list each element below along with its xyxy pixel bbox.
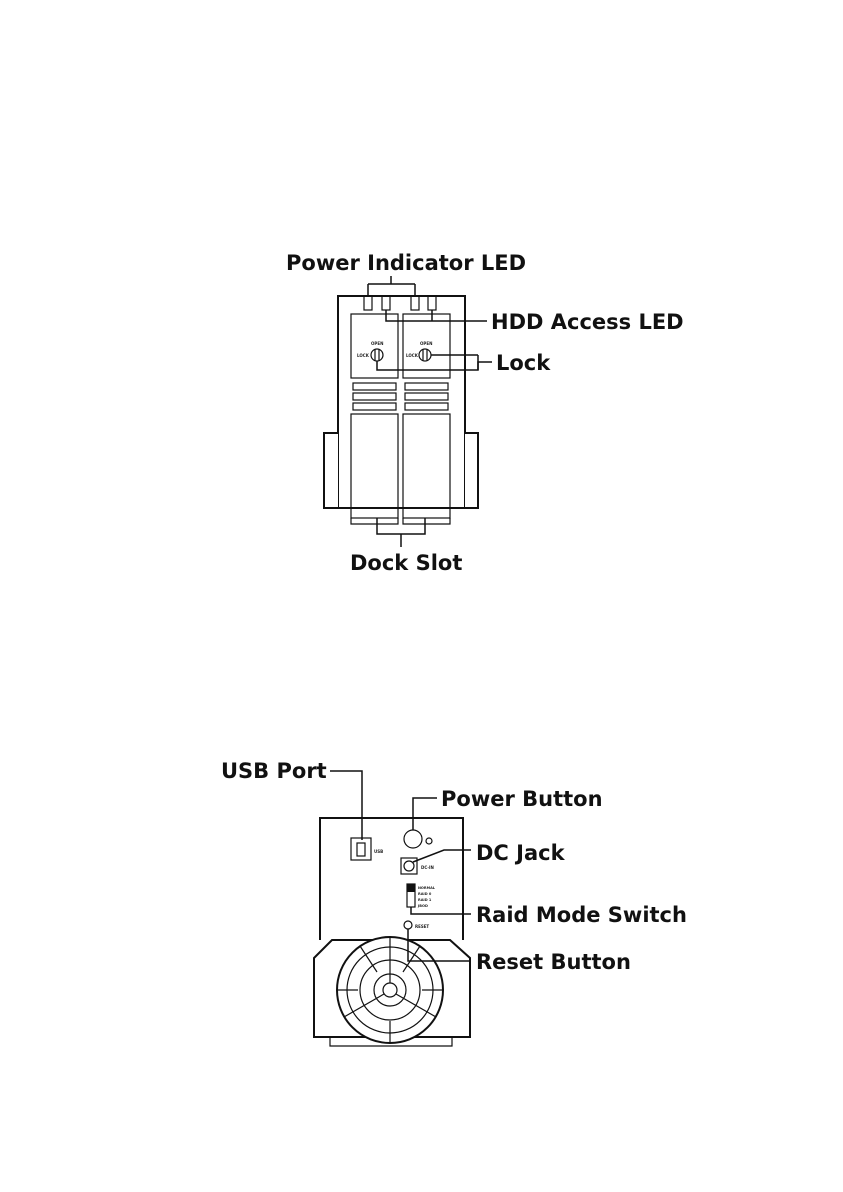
left-slot-base: [351, 518, 398, 524]
dc-jack-label: DC Jack: [476, 841, 566, 865]
power-button-label: Power Button: [441, 787, 603, 811]
raid-mode-normal: NORMAL: [418, 886, 436, 890]
raid-mode-switch-label: Raid Mode Switch: [476, 903, 687, 927]
right-slot-base: [403, 518, 450, 524]
right-open-mark: OPEN: [420, 341, 432, 346]
power-led-leader: [368, 276, 415, 296]
front-left-wing: [324, 433, 338, 508]
rear-housing: [320, 818, 463, 940]
dc-in-mark: DC-IN: [421, 865, 434, 870]
dock-slot-leader: [377, 518, 425, 547]
rear-view: USB DC-IN NORMAL RAID 0 RAID 1 JBOD RESE…: [221, 759, 687, 1046]
right-lock-mark: LOCK: [406, 353, 419, 358]
usb-mark: USB: [374, 849, 383, 854]
left-lock-mark: LOCK: [357, 353, 370, 358]
left-open-mark: OPEN: [371, 341, 383, 346]
power-indicator-led-label: Power Indicator LED: [286, 251, 526, 275]
reset-mark: RESET: [415, 924, 429, 929]
lock-label: Lock: [496, 351, 551, 375]
front-right-wing: [465, 433, 478, 508]
front-view: OPEN LOCK OPEN LOCK Power Indicator LED …: [286, 251, 684, 575]
reset-button-label: Reset Button: [476, 950, 631, 974]
fan-grille-icon: [337, 937, 443, 1043]
hdd-access-led-label: HDD Access LED: [491, 310, 684, 334]
raid-mode-raid1: RAID 1: [418, 898, 432, 902]
raid-mode-raid0: RAID 0: [418, 892, 432, 896]
front-housing: [338, 296, 465, 508]
usb-port-label: USB Port: [221, 759, 327, 783]
raid-mode-jbod: JBOD: [417, 904, 428, 908]
dock-slot-label: Dock Slot: [350, 551, 462, 575]
